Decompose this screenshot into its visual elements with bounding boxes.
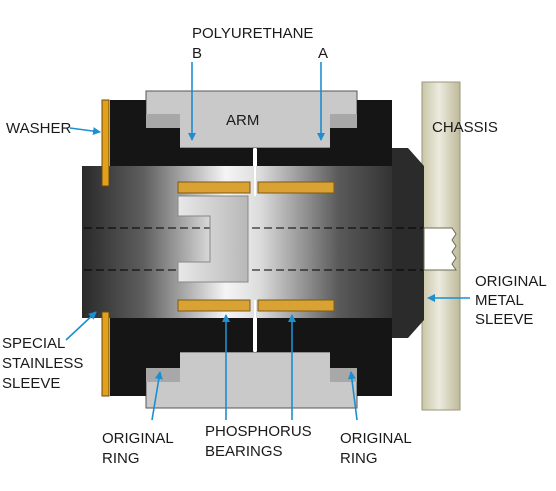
bearing-top-right [257, 181, 335, 194]
label-special-stainless-sleeve-2: STAINLESS [2, 355, 83, 372]
arrow-ring-right [347, 371, 358, 421]
label-original-ring-left-2: RING [102, 450, 140, 467]
polyurethane-bottom-right [257, 316, 392, 396]
label-original-ring-left-1: ORIGINAL [102, 430, 174, 447]
washer-bottom [101, 311, 110, 397]
polyurethane-top-left [110, 100, 253, 168]
label-chassis: CHASSIS [432, 119, 498, 136]
label-special-stainless-sleeve-1: SPECIAL [2, 335, 65, 352]
label-original-ring-right-1: ORIGINAL [340, 430, 412, 447]
label-original-ring-right-2: RING [340, 450, 378, 467]
label-original-metal-sleeve-1: ORIGINAL [475, 273, 547, 290]
original-ring-bottom-right [330, 368, 357, 382]
polyurethane-bottom-left [110, 316, 253, 396]
bearing-bottom-right [257, 299, 335, 312]
metal-sleeve-flange [392, 148, 424, 338]
label-original-metal-sleeve-3: SLEEVE [475, 311, 533, 328]
arrow-ring-left [151, 371, 163, 421]
original-ring-top-left [146, 114, 180, 128]
arrow-stainless-sleeve [65, 311, 97, 341]
stainless-sleeve [82, 166, 424, 318]
label-original-metal-sleeve-2: METAL [475, 292, 524, 309]
washer-top [101, 99, 110, 187]
label-phosphorus-bearings-2: BEARINGS [205, 443, 283, 460]
chassis-thread [423, 227, 457, 271]
arrow-washer [69, 127, 101, 136]
arrows [65, 62, 470, 421]
label-polyurethane: POLYURETHANE [192, 25, 313, 42]
bearing-top-left [177, 181, 251, 194]
label-special-stainless-sleeve-3: SLEEVE [2, 375, 60, 392]
label-b: B [192, 45, 202, 62]
label-arm: ARM [226, 112, 259, 129]
bearing-bottom-left [177, 299, 251, 312]
label-a: A [318, 45, 328, 62]
bolt-slot [177, 195, 249, 283]
original-ring-bottom-left [146, 368, 180, 382]
polyurethane-top-right [257, 100, 392, 168]
original-ring-top-right [330, 114, 357, 128]
label-phosphorus-bearings-1: PHOSPHORUS [205, 423, 312, 440]
label-washer: WASHER [6, 120, 71, 137]
